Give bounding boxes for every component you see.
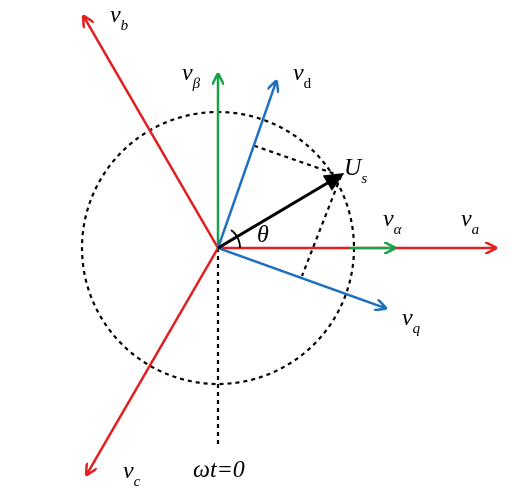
- projection-d-line: [254, 144, 342, 178]
- label-v-alpha: vα: [383, 206, 403, 238]
- label-v-a: va: [461, 206, 479, 238]
- label-v-q: vq: [402, 305, 421, 337]
- label-v-c: vc: [123, 458, 141, 490]
- label-theta: θ: [257, 222, 269, 248]
- label-omega-t-zero: ωt=0: [193, 457, 245, 483]
- axis-v-b: [84, 17, 220, 249]
- axis-v-c: [87, 247, 220, 474]
- theta-arc: [230, 229, 241, 249]
- axis-v-q: [217, 246, 385, 308]
- label-U-s: Us: [344, 155, 367, 187]
- label-v-beta: vβ: [182, 60, 201, 92]
- vector-U-s: [217, 172, 345, 250]
- projection-q-line: [300, 175, 343, 277]
- label-v-d: vd: [293, 60, 312, 92]
- label-v-b: vb: [110, 2, 129, 34]
- axis-v-d: [216, 82, 276, 249]
